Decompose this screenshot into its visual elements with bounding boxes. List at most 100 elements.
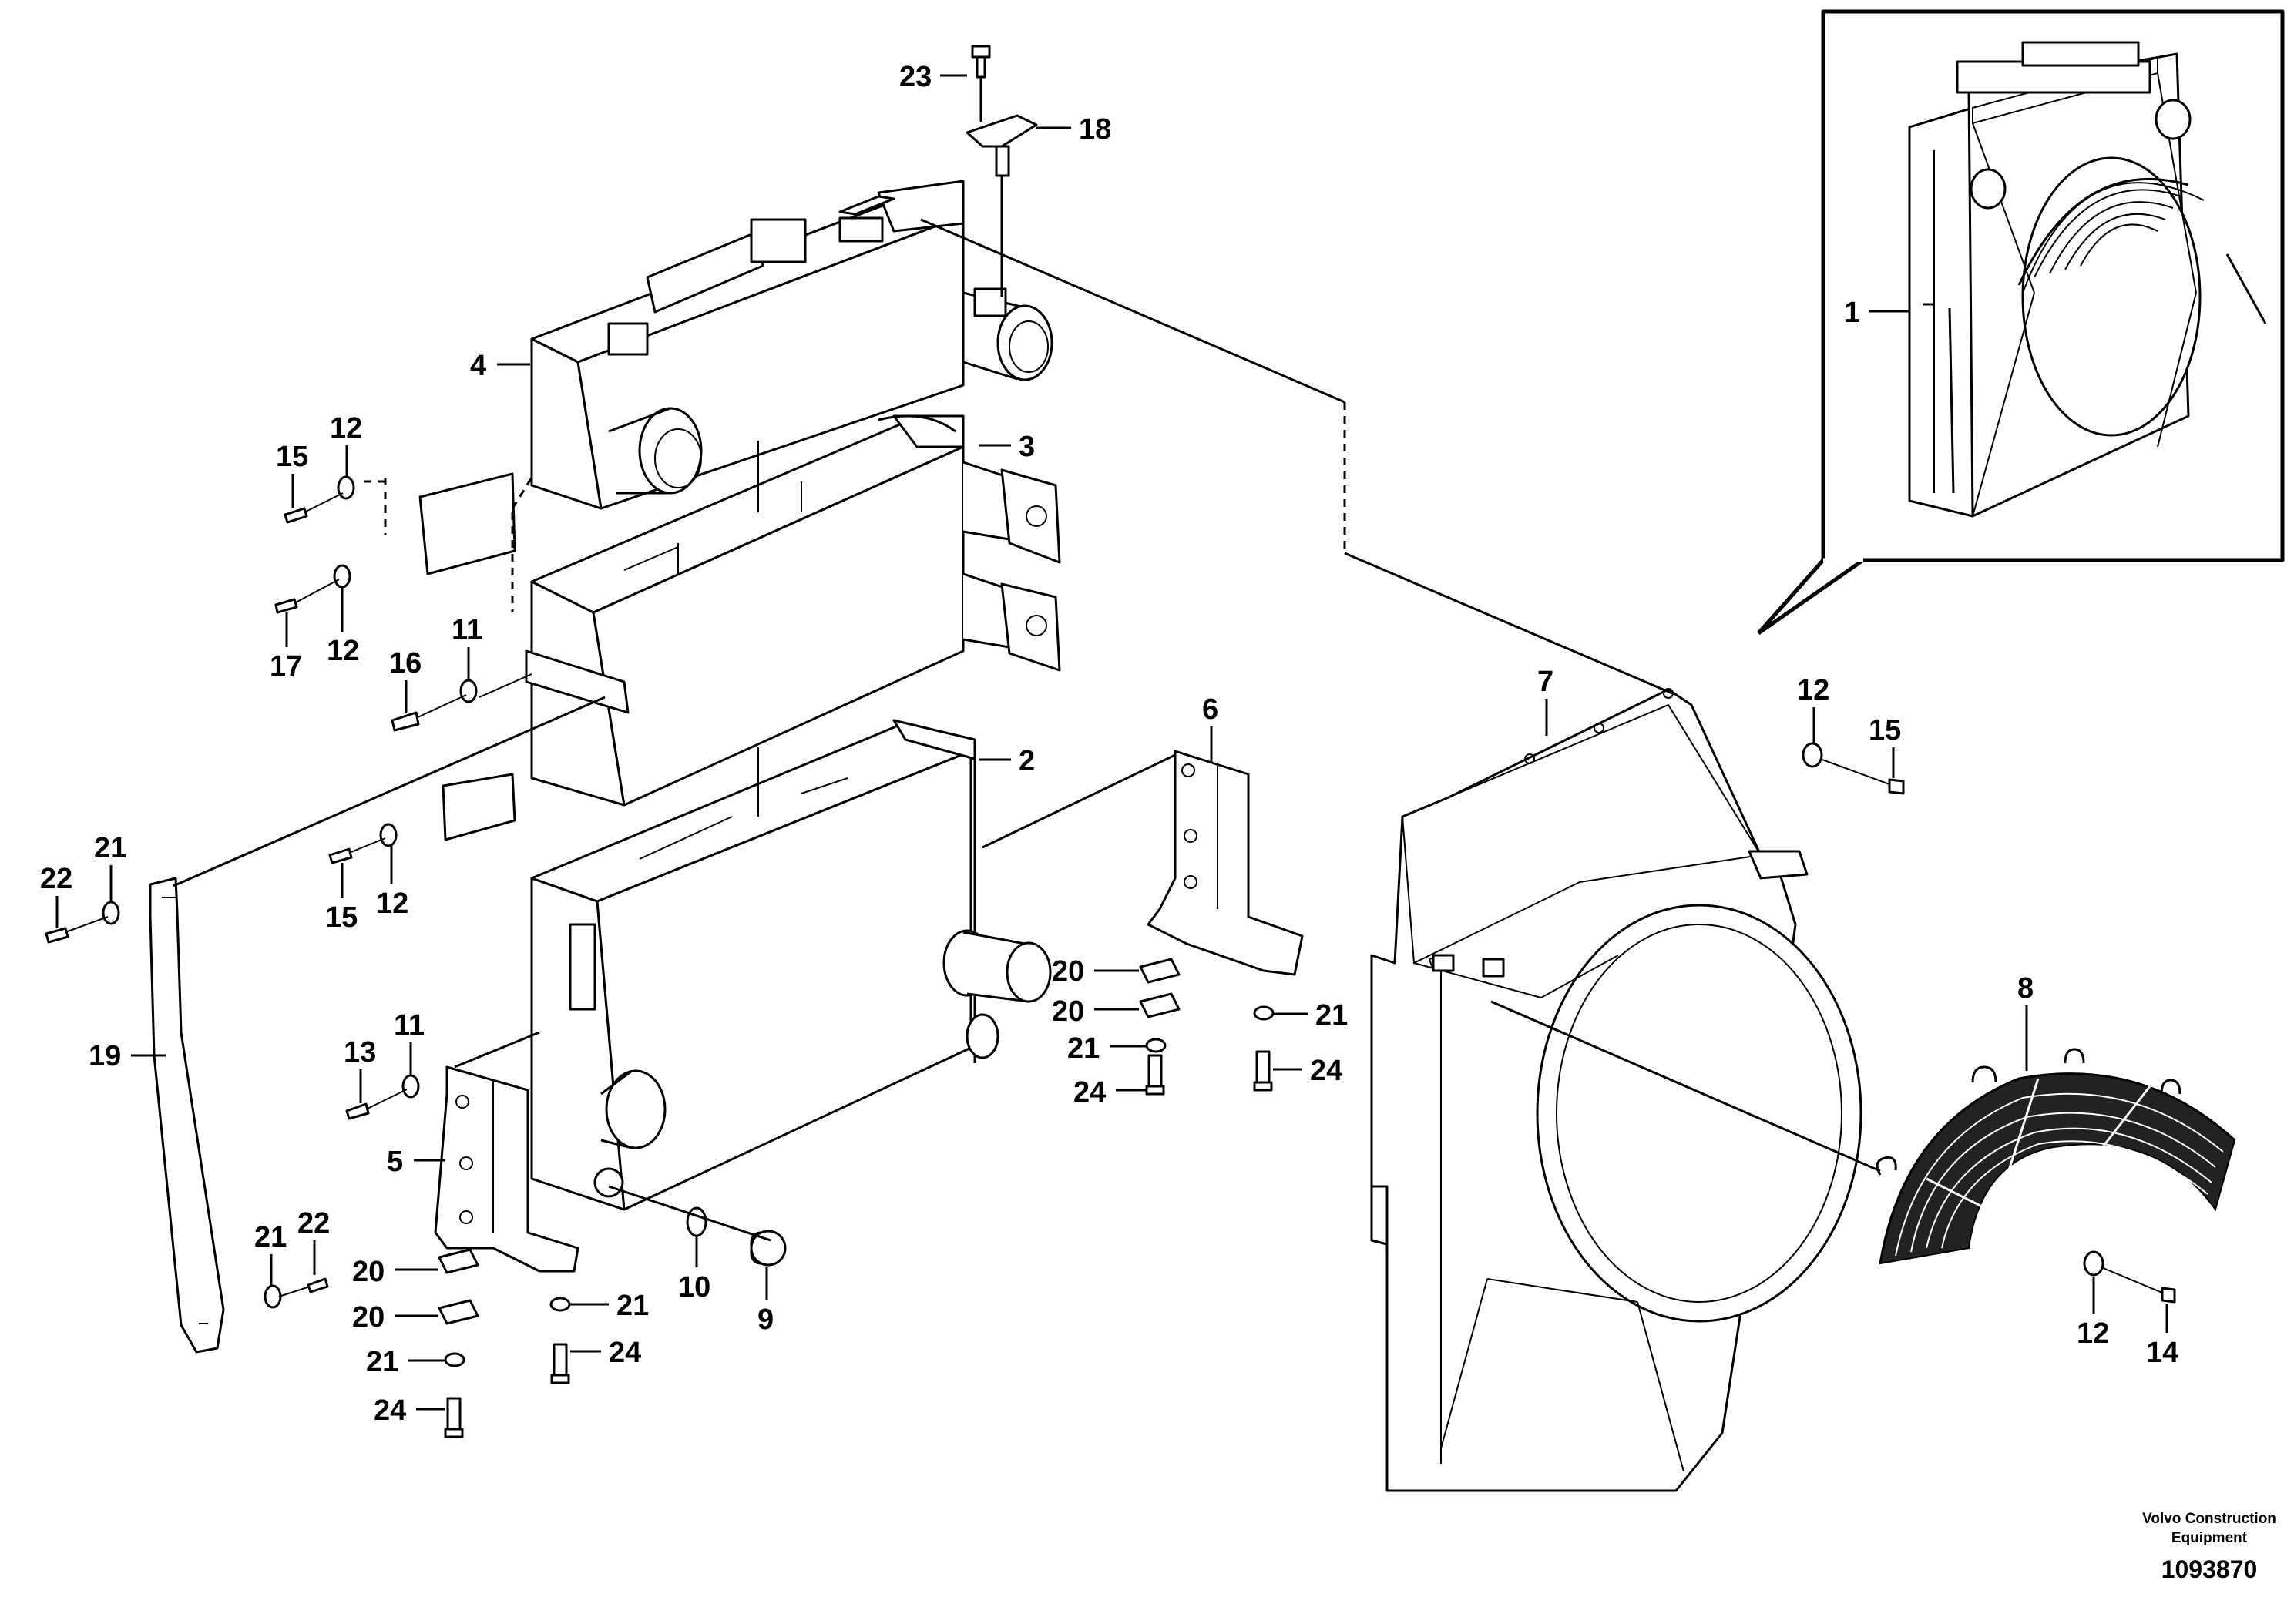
assembly-lines [173,218,1881,1242]
callout-12: 12 [330,412,362,478]
inset-assembled-view [1757,9,2285,636]
callout-label: 19 [89,1040,121,1072]
part-18-sensor [966,45,1038,297]
part-4-upper-cooler [530,180,1053,510]
callout-20: 20 [1052,995,1139,1028]
callout-label: 17 [270,650,302,683]
callout-label: 6 [1202,693,1218,726]
callout-label: 16 [389,647,422,679]
callout-6: 6 [1202,693,1218,763]
callout-3: 3 [979,431,1035,463]
part-9-cap [686,1206,787,1267]
callout-label: 21 [1315,999,1348,1032]
callout-label: 5 [387,1146,403,1178]
callout-label: 20 [352,1256,385,1288]
callout-18: 18 [1036,113,1111,146]
callout-21: 21 [254,1221,287,1287]
callout-label: 10 [678,1271,710,1304]
callout-label: 12 [330,412,362,445]
manufacturer-line-2: Equipment [2171,1530,2248,1546]
callout-21: 21 [570,1290,649,1322]
part-7-fan-shroud [1370,688,1862,1492]
callout-label: 7 [1537,666,1553,698]
fastener-hardware [45,475,2176,1438]
callout-22: 22 [297,1207,330,1275]
part-2-radiator [530,719,1052,1211]
drawing-credit: Volvo Construction Equipment 1093870 [2142,1511,2276,1583]
callout-label: 15 [325,901,358,934]
callout-1: 1 [1844,297,1909,329]
callout-label: 1 [1844,297,1860,329]
callout-label: 12 [376,887,408,920]
callout-label: 21 [366,1346,398,1378]
callout-label: 24 [1310,1055,1342,1087]
callout-label: 21 [254,1221,287,1253]
callout-2: 2 [979,745,1035,777]
part-5-bracket [434,1065,579,1273]
callout-label: 24 [1073,1076,1106,1109]
callout-label: 24 [374,1394,406,1427]
callout-21: 21 [366,1346,445,1378]
callout-8: 8 [2017,972,2034,1071]
callout-label: 9 [757,1304,774,1336]
callout-label: 21 [1067,1032,1100,1065]
callout-label: 13 [344,1036,376,1069]
callout-label: 23 [899,61,932,93]
callout-label: 8 [2017,972,2034,1005]
callout-24: 24 [374,1394,445,1427]
callout-label: 12 [1797,674,1829,706]
callout-label: 15 [276,441,308,473]
callout-label: 22 [40,863,72,895]
callout-24: 24 [1073,1076,1147,1109]
callout-17: 17 [270,612,302,683]
part-6-bracket [1147,750,1304,976]
part-3-middle-cooler [418,414,1061,841]
callout-label: 15 [1869,714,1901,747]
part-8-fan-guard [1876,1048,2236,1265]
callout-label: 12 [327,635,359,667]
callout-24: 24 [570,1337,641,1369]
callout-12: 12 [2077,1277,2109,1350]
callout-9: 9 [757,1267,774,1336]
callout-label: 12 [2077,1317,2109,1350]
callout-label: 20 [352,1301,385,1334]
part-19-stay-rod [149,877,225,1354]
callout-12: 12 [327,587,359,667]
drawing-number: 1093870 [2161,1555,2258,1583]
callout-label: 21 [94,832,126,864]
callout-19: 19 [89,1040,166,1072]
callout-label: 20 [1052,995,1084,1028]
callout-10: 10 [678,1236,710,1304]
callout-label: 22 [297,1207,330,1240]
callout-12: 12 [376,846,408,920]
callout-11: 11 [452,614,482,680]
callout-20: 20 [352,1256,438,1288]
callout-label: 21 [616,1290,649,1322]
callout-12: 12 [1797,674,1829,743]
callout-15: 15 [1869,714,1901,778]
callout-label: 11 [452,614,482,646]
callout-21: 21 [94,832,126,901]
callout-11: 11 [394,1009,425,1076]
callout-20: 20 [352,1301,438,1334]
callout-label: 2 [1019,745,1035,777]
callout-23: 23 [899,61,967,93]
manufacturer-line-1: Volvo Construction [2142,1511,2276,1527]
callout-5: 5 [387,1146,445,1178]
callout-7: 7 [1537,666,1553,736]
callout-label: 20 [1052,955,1084,988]
callout-label: 11 [394,1009,425,1042]
callout-20: 20 [1052,955,1139,988]
callout-label: 14 [2146,1337,2178,1369]
callout-4: 4 [470,350,530,382]
callout-16: 16 [389,647,422,713]
callout-15: 15 [325,863,358,934]
callout-13: 13 [344,1036,376,1103]
callout-label: 3 [1019,431,1035,463]
callout-label: 4 [470,350,486,382]
callout-21: 21 [1273,999,1348,1032]
callout-14: 14 [2146,1304,2178,1369]
callout-21: 21 [1067,1032,1147,1065]
